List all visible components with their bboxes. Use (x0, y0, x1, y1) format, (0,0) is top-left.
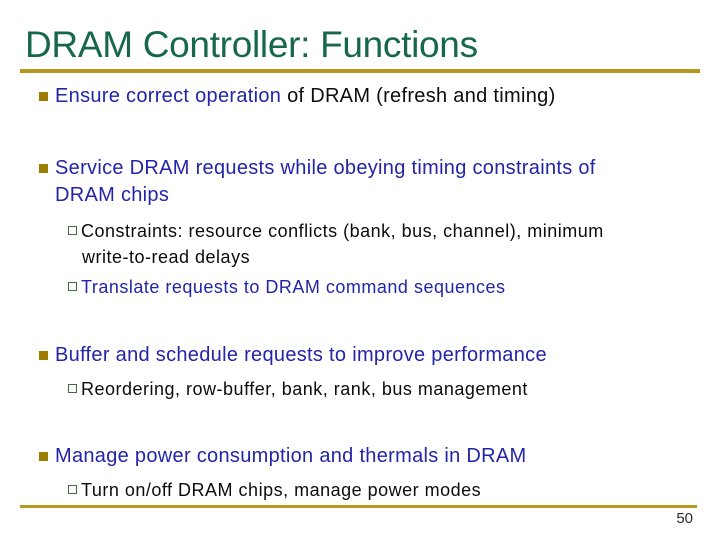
title-underline (20, 69, 700, 73)
text-segment: Manage power consumption and thermals in… (55, 445, 527, 467)
bullet-item: Ensure correct operation of DRAM (refres… (39, 84, 556, 108)
hollow-square-bullet-icon (68, 384, 77, 393)
text-segment: DRAM chips (55, 184, 170, 206)
text-segment: Reordering, row-buffer, bank, rank, bus … (81, 379, 528, 399)
bullet-item: Buffer and schedule requests to improve … (39, 343, 547, 367)
sub-bullet-item: Translate requests to DRAM command seque… (68, 276, 506, 298)
bullet-item: Service DRAM requests while obeying timi… (39, 156, 596, 180)
text-segment: Turn on/off DRAM chips, manage power mod… (81, 480, 482, 500)
sub-bullet-item: Turn on/off DRAM chips, manage power mod… (68, 479, 481, 501)
text-segment: Buffer and schedule requests to improve … (55, 344, 547, 366)
bullet-item: Manage power consumption and thermals in… (39, 444, 527, 468)
wrapped-line: DRAM chips (55, 183, 169, 207)
text-segment: write-to-read delays (82, 247, 251, 267)
hollow-square-bullet-icon (68, 226, 77, 235)
sub-bullet-item: Reordering, row-buffer, bank, rank, bus … (68, 378, 528, 400)
text-segment: Translate requests to DRAM command seque… (81, 277, 506, 297)
filled-square-bullet-icon (39, 164, 48, 173)
footer-rule (20, 505, 697, 508)
page-number: 50 (676, 510, 693, 527)
text-segment: Service DRAM requests while obeying timi… (55, 157, 596, 179)
filled-square-bullet-icon (39, 351, 48, 360)
filled-square-bullet-icon (39, 92, 48, 101)
hollow-square-bullet-icon (68, 282, 77, 291)
sub-bullet-item: Constraints: resource conflicts (bank, b… (68, 220, 604, 242)
hollow-square-bullet-icon (68, 485, 77, 494)
text-segment: Ensure correct operation (55, 85, 288, 107)
text-segment: of DRAM (refresh and timing) (287, 85, 556, 107)
text-segment: Constraints: resource conflicts (bank, b… (81, 221, 604, 241)
slide-title: DRAM Controller: Functions (25, 24, 478, 65)
wrapped-line: write-to-read delays (82, 246, 250, 268)
filled-square-bullet-icon (39, 452, 48, 461)
